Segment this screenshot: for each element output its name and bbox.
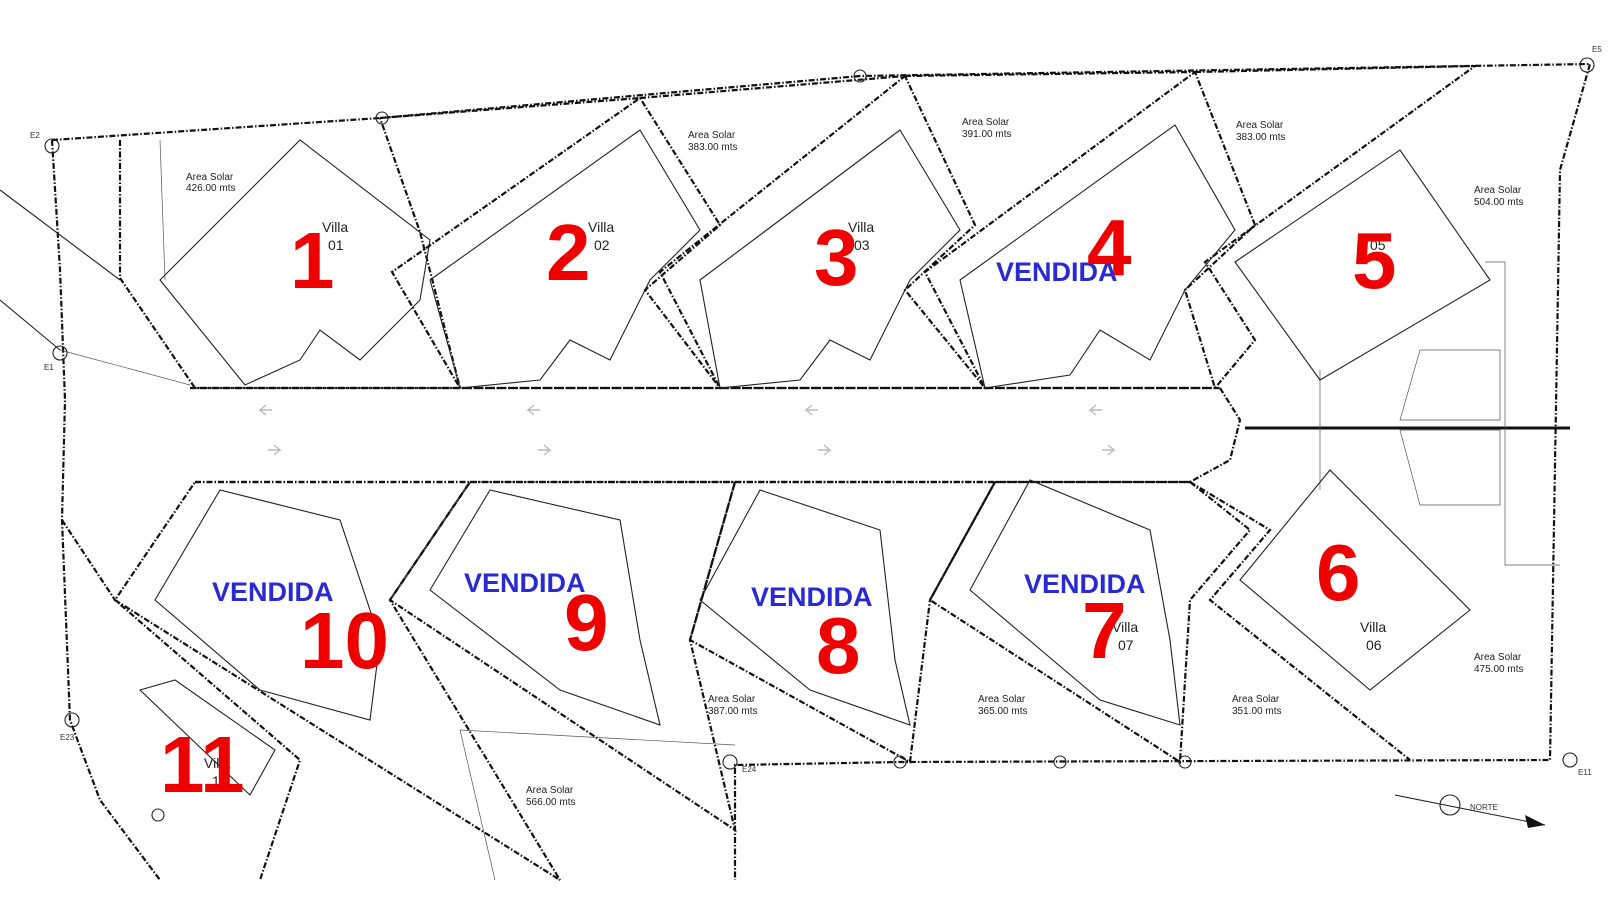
survey-point-e11: E11 (1578, 768, 1592, 777)
villa-code-lot-11: 11 (212, 773, 227, 789)
survey-point-e5: E5 (1592, 45, 1602, 54)
survey-markers (44, 57, 1595, 822)
area-label-lot-3: Area Solar (962, 117, 1010, 128)
sold-label-lot-7: VENDIDA (1024, 569, 1146, 599)
site-boundary (50, 62, 1592, 881)
villa-label-lot-6: Villa (1360, 619, 1386, 635)
lot-5[interactable] (1194, 64, 1506, 540)
lot-3[interactable] (639, 74, 988, 390)
area-value-lot-1: 426.00 mts (186, 183, 235, 194)
villa-code-lot-3: 03 (854, 237, 870, 253)
villa-code-lot-7: 07 (1118, 637, 1134, 653)
villa-label-lot-2: Villa (588, 219, 614, 235)
lot-6[interactable] (1189, 469, 1560, 761)
area-value-lot-5: 504.00 mts (1474, 197, 1523, 208)
villa-label-lot-11: Villa (204, 755, 230, 771)
access-road (0, 189, 191, 386)
lot-number-7: 7 (1082, 586, 1127, 675)
villa-label-lot-1: Villa (322, 219, 348, 235)
area-label-lot-4: Area Solar (1236, 120, 1284, 131)
villa-code-lot-2: 02 (594, 237, 610, 253)
lot-number-9: 9 (564, 578, 609, 667)
area-value-lot-2: 383.00 mts (688, 142, 737, 153)
area-value-lot-4: 383.00 mts (1236, 132, 1285, 143)
lot-number-8: 8 (816, 601, 861, 690)
north-arrow-icon (1394, 794, 1546, 828)
area-value-lot-3: 391.00 mts (962, 129, 1011, 140)
area-value-lot-9: 387.00 mts (708, 706, 757, 717)
north-label: NORTE (1470, 803, 1498, 812)
survey-point-e1: E1 (44, 363, 54, 372)
lot-number-10: 10 (300, 596, 389, 685)
area-label-lot-11: Area Solar (526, 785, 574, 796)
lot-9[interactable] (388, 480, 737, 833)
lot-number-3: 3 (814, 213, 859, 302)
survey-point-e24: E24 (742, 765, 757, 774)
lot-number-5: 5 (1352, 216, 1397, 305)
area-value-lot-6: 475.00 mts (1474, 664, 1523, 675)
villa-label-lot-3: Villa (848, 219, 874, 235)
lot-8[interactable] (688, 480, 997, 764)
villa-code-lot-1: 01 (328, 237, 344, 253)
lot-number-11: 11 (160, 720, 245, 809)
area-label-lot-5: Area Solar (1474, 185, 1522, 196)
sold-label-lot-8: VENDIDA (751, 582, 873, 612)
lot-number-2: 2 (546, 208, 591, 297)
villa-label-lot-7: Villa (1112, 619, 1138, 635)
sold-label-lot-9: VENDIDA (464, 568, 586, 598)
survey-point-e2: E2 (30, 131, 40, 140)
survey-point-e23: E23 (60, 733, 75, 742)
area-label-lot-2: Area Solar (688, 130, 736, 141)
villa-code-lot-6: 06 (1366, 637, 1382, 653)
lot-number-4: 4 (1087, 203, 1132, 292)
lot-number-6: 6 (1316, 528, 1361, 617)
lot-10[interactable] (113, 480, 561, 881)
lot-2[interactable] (379, 96, 723, 390)
sold-label-lot-4: VENDIDA (996, 257, 1118, 287)
area-value-lot-11: 566.00 mts (526, 797, 575, 808)
area-value-lot-8: 365.00 mts (978, 706, 1027, 717)
area-label-lot-7: Area Solar (1232, 694, 1280, 705)
lot-number-1: 1 (290, 216, 335, 305)
villa-code-lot-5: 05 (1370, 237, 1386, 253)
area-label-lot-8: Area Solar (978, 694, 1026, 705)
area-value-lot-7: 351.00 mts (1232, 706, 1281, 717)
area-label-lot-6: Area Solar (1474, 652, 1522, 663)
sold-label-lot-10: VENDIDA (212, 577, 334, 607)
area-label-lot-1: Area Solar (186, 172, 234, 183)
lot-4[interactable] (904, 70, 1257, 390)
lot-7[interactable] (928, 479, 1252, 764)
area-label-lot-9: Area Solar (708, 694, 756, 705)
lot-11[interactable] (61, 519, 736, 881)
lot-1[interactable] (118, 117, 462, 390)
